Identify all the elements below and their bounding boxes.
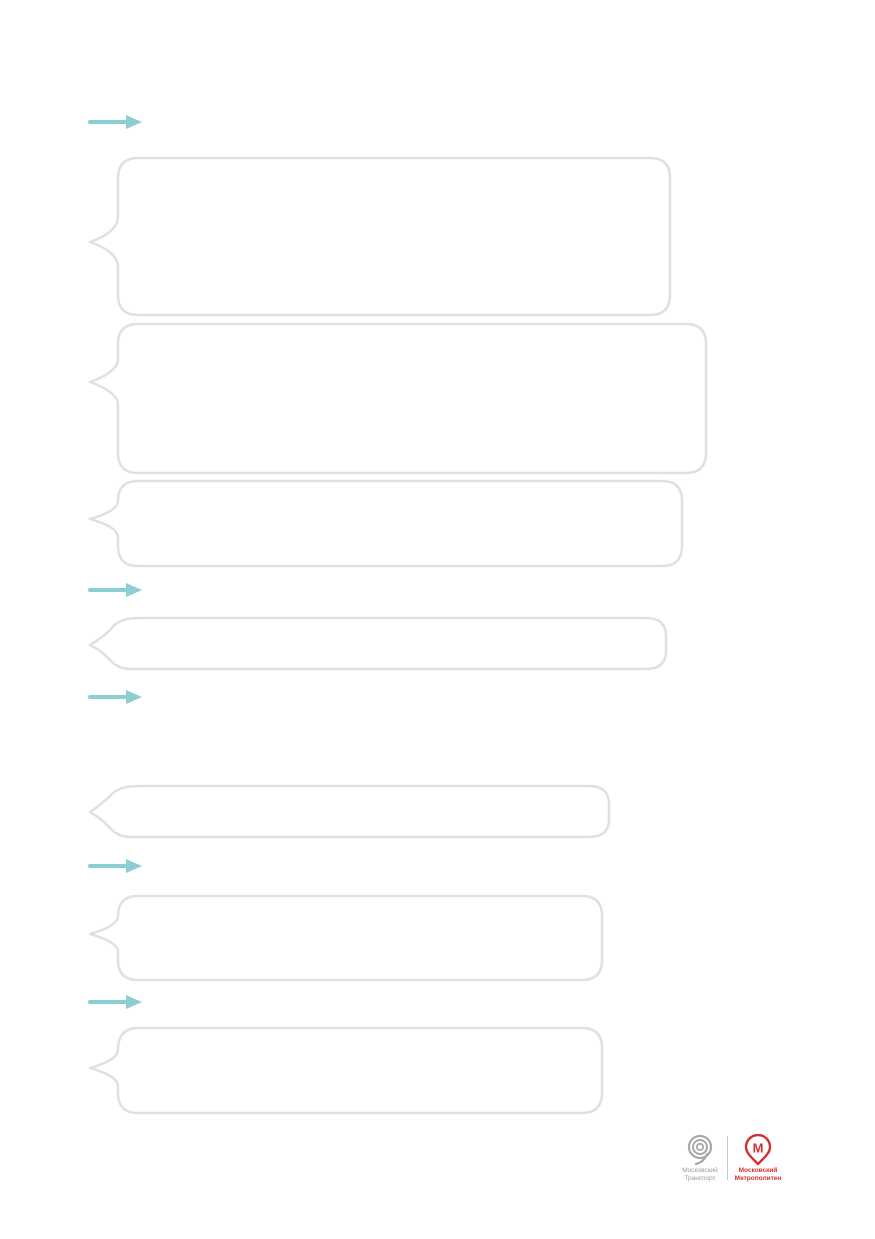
arrow-right-icon [88,583,142,597]
arrow-right-icon [88,995,142,1009]
metro-logo-line1: Московский [738,1167,778,1174]
moscow-transport-logo: Московский Транспорт [672,1132,728,1183]
callout-box [86,1026,606,1118]
moscow-metro-logo-icon: М [744,1134,772,1166]
callout-box [86,784,614,842]
transport-logo-line1: Московский [682,1167,718,1174]
metro-logo-text: Московский Метрополитен [730,1167,786,1183]
arrow-right-icon [88,115,142,129]
callout-box [86,479,686,571]
callout-box [86,322,712,478]
callout-box [86,616,670,674]
transport-logo-line2: Транспорт [684,1175,716,1182]
footer-logos: Московский Транспорт М Московский Метроп… [672,1132,792,1190]
arrow-right-icon [88,690,142,704]
transport-logo-text: Московский Транспорт [672,1167,728,1183]
moscow-transport-logo-icon [687,1134,713,1166]
logo-divider [727,1136,728,1180]
moscow-metro-logo: М Московский Метрополитен [730,1132,786,1183]
arrow-right-icon [88,859,142,873]
metro-logo-letter: М [753,1141,764,1156]
callout-box [86,894,606,984]
metro-logo-line2: Метрополитен [734,1175,782,1182]
callout-box [86,156,676,318]
